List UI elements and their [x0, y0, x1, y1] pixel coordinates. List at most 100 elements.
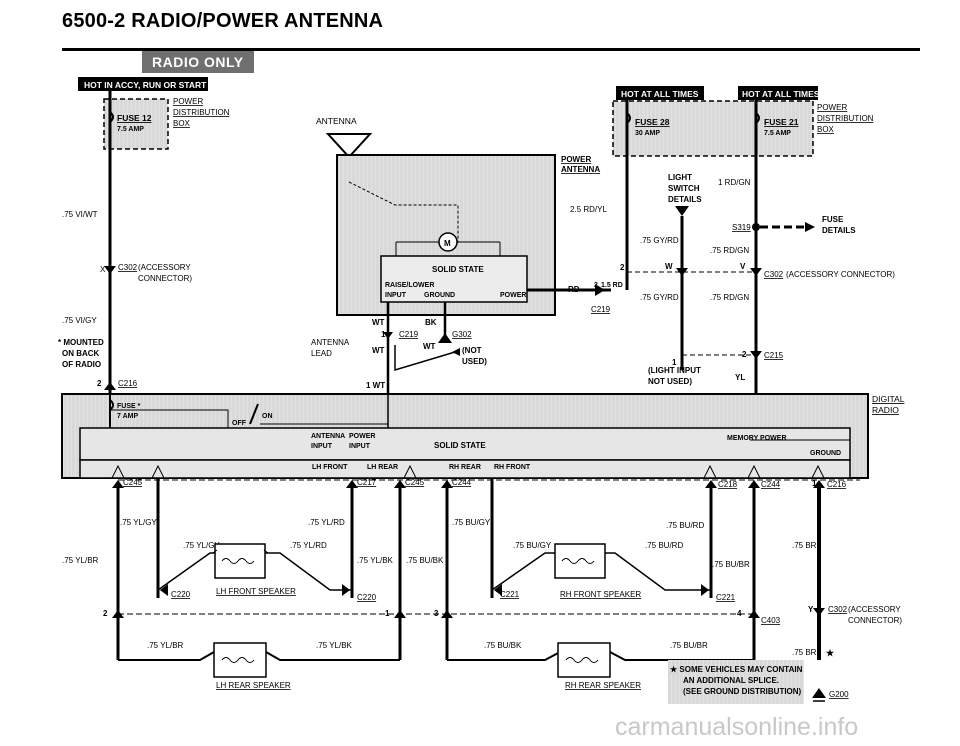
wire-label: .75 BU/GY [513, 541, 552, 550]
ground-label: GROUND [424, 292, 455, 299]
page-title: 6500-2 RADIO/POWER ANTENNA [62, 10, 384, 32]
ground-label: GROUND [810, 450, 841, 457]
wire-vi-wt: .75 VI/WT .75 VI/GY X C302 (ACCESSORY CO… [58, 150, 192, 395]
light-switch-label: LIGHT [668, 173, 692, 182]
power-distribution-box-left: FUSE 12 7.5 AMP POWER DISTRIBUTION BOX [103, 91, 230, 150]
connector-desc: CONNECTOR) [848, 616, 902, 625]
connector-desc: (ACCESSORY [848, 605, 901, 614]
connector-symbol [441, 480, 453, 488]
antenna-icon [325, 133, 373, 159]
connector-symbol [750, 351, 762, 359]
wire-label: 1.5 RD [601, 282, 623, 289]
antenna-lead-label: ANTENNA [311, 338, 350, 347]
splice-note: AN ADDITIONAL SPLICE. [683, 676, 779, 685]
digital-radio-label: DIGITAL [872, 394, 905, 404]
hot-bar-2: HOT AT ALL TIMES [738, 86, 820, 100]
connector-symbol [112, 610, 124, 618]
connector-c219: C219 [591, 305, 611, 314]
light-switch-label: DETAILS [668, 195, 702, 204]
switch-icon [249, 403, 259, 425]
wire-label: .75 BR [792, 541, 817, 550]
power-antenna-label: ANTENNA [561, 165, 600, 174]
fuse-symbol [755, 112, 760, 124]
pdb-label-2: DISTRIBUTION [173, 108, 230, 117]
wire-label: .75 BU/BK [406, 556, 444, 565]
connector-c218: C218 [718, 480, 738, 489]
lh-rear-speaker-icon [213, 642, 267, 678]
lh-front-label: LH FRONT [312, 464, 348, 471]
wire-label: WT [372, 346, 385, 355]
solid-state-label: SOLID STATE [432, 265, 484, 274]
wire-label: .75 BU/GY [452, 518, 491, 527]
not-used-note: USED) [462, 357, 487, 366]
radio-solid-state-label: SOLID STATE [434, 441, 486, 450]
light-input-note: NOT USED) [648, 377, 692, 386]
connector-symbol [750, 268, 762, 276]
solid-state-module [380, 255, 528, 303]
light-switch-wiring: 2.5 RD/YL LIGHT SWITCH DETAILS .75 GY/RD… [570, 163, 895, 395]
wire-label: .75 BU/BK [484, 641, 522, 650]
fuse-details-label: DETAILS [822, 226, 856, 235]
motor-icon [438, 232, 458, 252]
power-distribution-box-right: FUSE 28 30 AMP FUSE 21 7.5 AMP POWER DIS… [612, 100, 874, 163]
wire-label: .75 YL/GY [183, 541, 220, 550]
star-note: ★ [826, 648, 835, 658]
wire-label: .75 VI/WT [62, 210, 98, 219]
rh-rear-speaker-label: RH REAR SPEAKER [565, 681, 641, 690]
off-label: OFF [232, 420, 247, 427]
pin-label: 2 [620, 263, 625, 272]
rh-front-speaker-label: RH FRONT SPEAKER [560, 590, 641, 599]
fuse-symbol [109, 399, 114, 411]
connector-desc: (ACCESSORY CONNECTOR) [786, 270, 895, 279]
pin-label: 1 [385, 609, 390, 618]
ground-symbol [812, 688, 826, 698]
lh-front-speaker-icon [214, 543, 266, 579]
pdb-label-3: BOX [173, 119, 191, 128]
arrow-icon [675, 206, 689, 216]
pin-label: 1 [812, 479, 817, 488]
connector-c220: C220 [171, 590, 191, 599]
speaker-harness: C245 C217 C245 C244 C218 C244 1 C216 [62, 478, 902, 704]
light-switch-label: SWITCH [668, 184, 700, 193]
pin-label: 4 [737, 609, 742, 618]
antenna-label: ANTENNA [316, 116, 357, 126]
mounted-note: OF RADIO [62, 360, 101, 369]
pin-label: V [740, 262, 746, 271]
connector-symbol [676, 268, 688, 276]
pin-label: 1 [381, 330, 386, 339]
connector-symbol [346, 480, 358, 488]
splice-s319: S319 [732, 223, 751, 232]
connector-c302: C302 [828, 605, 848, 614]
wire-label: WT [423, 342, 436, 351]
lh-rear-speaker-label: LH REAR SPEAKER [216, 681, 291, 690]
fuse-12-amp: 7.5 AMP [117, 126, 144, 133]
fuse-28-amp: 30 AMP [635, 130, 660, 137]
fuse-symbol [109, 111, 114, 123]
splice-note-box [668, 660, 804, 704]
input-label: INPUT [349, 443, 371, 450]
radio-fuse-label: FUSE * [117, 403, 141, 410]
connector-c244: C244 [452, 478, 472, 487]
rh-rear-label: RH REAR [449, 464, 481, 471]
not-used-note: (NOT [462, 346, 482, 355]
wire-label: .75 YL/RD [290, 541, 327, 550]
connector-symbol [104, 266, 116, 274]
wire-label: .75 BR [792, 648, 817, 657]
connector-c216: C216 [827, 480, 847, 489]
connector-c221: C221 [500, 590, 520, 599]
wire-label: .75 BU/BR [670, 641, 708, 650]
on-label: ON [262, 413, 273, 420]
connector-desc: CONNECTOR) [138, 274, 192, 283]
wire-label: 1 WT [366, 381, 385, 390]
hot-bar-accy: HOT IN ACCY, RUN OR START [78, 77, 208, 91]
connector-symbol [813, 608, 825, 616]
wire-label: .75 YL/RD [308, 518, 345, 527]
digital-radio-label: RADIO [872, 405, 899, 415]
pin-label: W [665, 262, 673, 271]
connector-symbol [813, 480, 825, 488]
connector-symbol [748, 480, 760, 488]
wire-label: .75 BU/RD [666, 521, 704, 530]
ground-g302: G302 [452, 330, 472, 339]
